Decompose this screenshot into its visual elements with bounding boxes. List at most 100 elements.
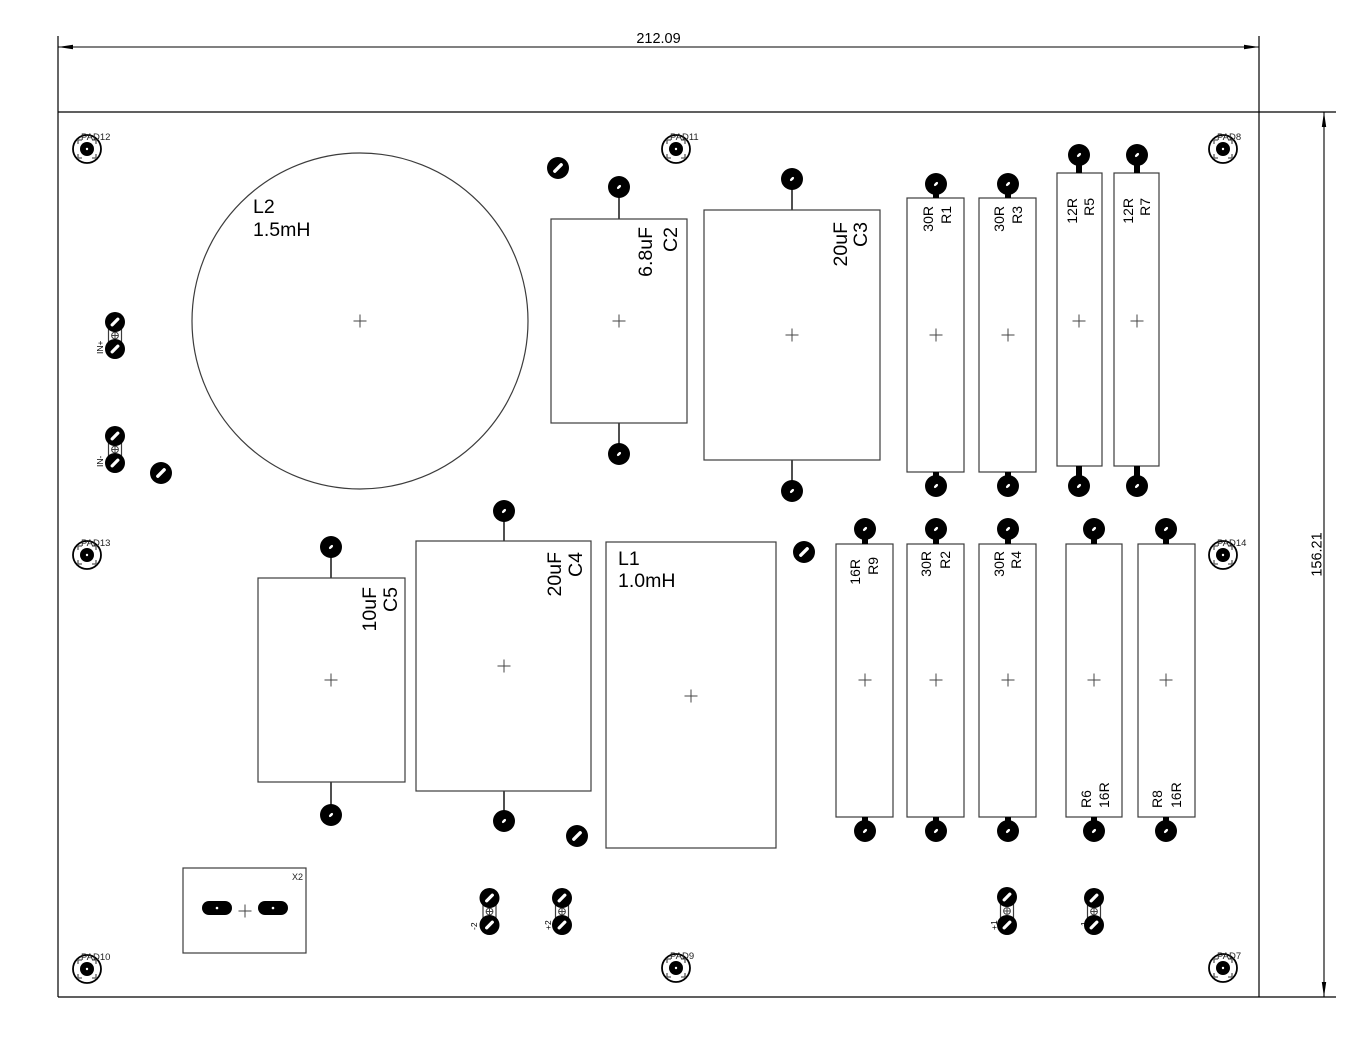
terminal-pad — [479, 915, 500, 935]
center-mark-icon — [1130, 314, 1144, 328]
center-mark-icon — [324, 673, 338, 687]
solder-pad — [608, 443, 630, 465]
mounting-hole-label: PAD9 — [670, 951, 694, 962]
component-value: 12R — [1120, 198, 1136, 224]
ref-designator: R8 — [1149, 790, 1165, 808]
center-mark-icon — [929, 328, 943, 342]
inductor-body — [605, 541, 777, 849]
slotted-pad — [566, 825, 588, 847]
capacitor-body — [415, 540, 592, 792]
solder-pad — [1126, 144, 1148, 166]
terminal-plus-2: +2 — [543, 888, 572, 935]
component-value: 30R — [991, 206, 1007, 232]
ref-designator: X2 — [292, 872, 303, 882]
solder-pad — [320, 536, 342, 558]
ref-designator: R3 — [1009, 206, 1025, 224]
solder-pad — [997, 820, 1019, 842]
terminal-pad — [105, 312, 125, 332]
polarity-mark-cross — [111, 446, 119, 453]
center-mark-icon — [684, 689, 698, 703]
polarity-mark-icon — [111, 445, 119, 454]
ref-designator: C5 — [380, 587, 402, 612]
resistor-r1: 30R R1 — [906, 173, 965, 497]
terminal-minus-2: -2 — [469, 888, 500, 935]
polarity-mark-cross — [1090, 908, 1098, 915]
polarity-mark-cross — [1003, 907, 1011, 915]
component-value: 16R — [1096, 782, 1112, 808]
center-mark-icon — [1159, 673, 1173, 687]
terminal-plus-1: +1 — [989, 887, 1017, 935]
ref-designator: C3 — [850, 222, 872, 247]
mounting-hole-label: PAD13 — [81, 538, 110, 549]
polarity-mark-icon — [1090, 907, 1098, 916]
isolated-pads — [150, 157, 815, 847]
polarity-mark-cross — [558, 908, 566, 915]
mounting-hole-pad7: PAD7 — [1208, 951, 1241, 983]
ref-designator: C4 — [565, 552, 587, 577]
solder-pad — [1126, 475, 1148, 497]
mounting-hole-pad10: PAD10 — [72, 952, 110, 984]
pad-drill — [271, 906, 275, 910]
capacitor-c4: 20uF C4 — [415, 500, 592, 832]
center-mark-icon — [1001, 673, 1015, 687]
pad-drill — [215, 906, 219, 910]
center-mark-icon — [858, 673, 872, 687]
inductor-l2: L2 1.5mH — [191, 152, 529, 490]
center-mark-icon — [353, 314, 367, 328]
height-dimension-label: 156.21 — [1310, 532, 1326, 576]
center-mark-icon — [238, 904, 252, 918]
solder-pad — [925, 475, 947, 497]
terminal-label: -2 — [469, 922, 479, 930]
resistor-r8: R8 16R — [1137, 518, 1196, 842]
slotted-pad — [793, 541, 815, 563]
terminal-pad — [552, 888, 572, 908]
board-outline — [57, 36, 1336, 998]
component-value: 30R — [920, 206, 936, 232]
solder-pad — [781, 480, 803, 502]
arrow-right-icon — [1244, 44, 1259, 50]
component-value: 10uF — [359, 587, 381, 632]
solder-pad — [854, 518, 876, 540]
mounting-holes: PAD12 PAD11 PAD8 PAD13 PAD14 PAD10 PAD9 — [72, 132, 1246, 984]
ref-designator: C2 — [660, 227, 682, 252]
mounting-hole-pad14: PAD14 — [1208, 538, 1246, 570]
mounting-hole-pad13: PAD13 — [72, 538, 110, 570]
ref-designator: R6 — [1078, 790, 1094, 808]
component-value: 30R — [918, 551, 934, 577]
terminal-in-plus: IN+ — [95, 312, 125, 359]
resistor-r7: 12R R7 — [1113, 144, 1160, 497]
ref-designator: R9 — [865, 557, 881, 575]
center-mark-icon — [785, 328, 799, 342]
ref-designator: R2 — [937, 551, 953, 569]
terminal-pad — [997, 915, 1017, 935]
mounting-hole-pad8: PAD8 — [1208, 132, 1241, 164]
capacitor-body — [257, 577, 406, 783]
terminal-pad — [552, 915, 572, 935]
solder-pad — [925, 173, 947, 195]
solder-pad — [925, 518, 947, 540]
mounting-hole-pad11: PAD11 — [661, 132, 699, 164]
polarity-mark-icon — [558, 907, 566, 916]
mounting-hole-label: PAD7 — [1217, 951, 1241, 962]
mounting-hole-pad9: PAD9 — [661, 951, 694, 983]
inductor-l1: L1 1.0mH — [605, 541, 777, 849]
mounting-hole-label: PAD11 — [670, 132, 699, 143]
solder-pad — [1068, 144, 1090, 166]
mounting-hole-label: PAD8 — [1217, 132, 1241, 143]
center-mark-icon — [1001, 328, 1015, 342]
mounting-hole-label: PAD14 — [1217, 538, 1246, 549]
solder-pad — [493, 810, 515, 832]
component-value: 20uF — [830, 222, 852, 267]
capacitor-c3: 20uF C3 — [703, 168, 881, 502]
solder-pad — [1068, 475, 1090, 497]
polarity-mark-cross — [111, 332, 119, 339]
resistor-r4: 30R R4 — [978, 518, 1037, 842]
solder-pad — [608, 176, 630, 198]
resistor-r6: R6 16R — [1065, 518, 1123, 842]
arrow-left-icon — [58, 44, 73, 50]
component-value: 16R — [847, 559, 863, 585]
terminal-pad — [105, 426, 125, 446]
ref-designator: R1 — [938, 206, 954, 224]
arrow-up-icon — [1321, 112, 1327, 127]
